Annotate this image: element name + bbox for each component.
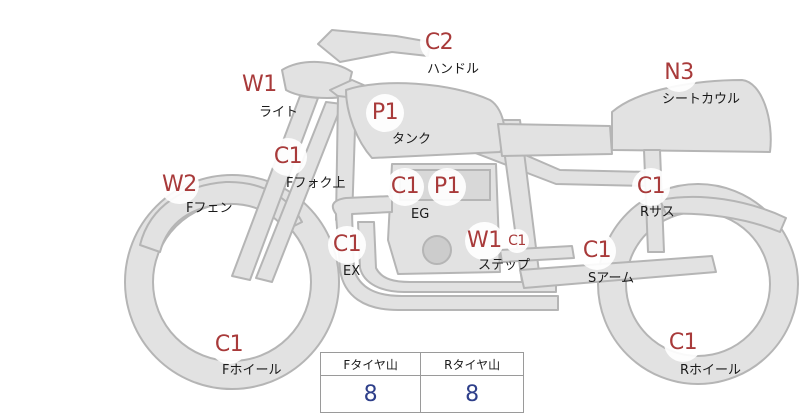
s-arm-label: Sアーム bbox=[588, 271, 635, 286]
front-tire-value[interactable]: 8 bbox=[319, 375, 422, 413]
front-fork-shape bbox=[255, 101, 343, 283]
r-suspension-marker[interactable]: C1 bbox=[632, 168, 670, 206]
r-suspension-label: Rサス bbox=[640, 205, 675, 220]
step-marker-c1[interactable]: C1 bbox=[505, 229, 529, 253]
f-wheel-label: Fホイール bbox=[222, 363, 282, 378]
light-marker[interactable]: W1 bbox=[240, 66, 279, 104]
f-wheel-marker[interactable]: C1 bbox=[210, 326, 248, 364]
tank-marker[interactable]: P1 bbox=[366, 94, 404, 132]
f-fender-label: Fフェン bbox=[186, 201, 233, 216]
rear-fender-shape bbox=[659, 195, 787, 233]
tire-table-value-row: 8 8 bbox=[319, 375, 524, 413]
seat-shape bbox=[497, 123, 613, 157]
handlebar-shape bbox=[317, 29, 431, 63]
eg-marker-p1[interactable]: P1 bbox=[428, 168, 466, 206]
r-wheel-marker[interactable]: C1 bbox=[664, 324, 702, 362]
rear-tire-header: Rタイヤ山 bbox=[420, 352, 524, 376]
step-label: ステップ bbox=[478, 258, 531, 273]
seat-cowl-marker[interactable]: N3 bbox=[660, 54, 698, 92]
eg-label: EG bbox=[411, 207, 430, 222]
ex-label: EX bbox=[343, 264, 361, 279]
f-fender-marker[interactable]: W2 bbox=[160, 166, 199, 204]
r-wheel-label: Rホイール bbox=[680, 363, 742, 378]
front-tire-header: Fタイヤ山 bbox=[319, 352, 422, 376]
rear-tire-value[interactable]: 8 bbox=[420, 375, 524, 413]
f-fork-upper-marker[interactable]: C1 bbox=[269, 138, 307, 176]
handle-label: ハンドル bbox=[427, 62, 480, 77]
f-fork-upper-label: Fフォク上 bbox=[286, 176, 346, 191]
eg-marker-c1[interactable]: C1 bbox=[386, 168, 424, 206]
light-label: ライト bbox=[259, 105, 299, 120]
tire-table-header-row: Fタイヤ山 Rタイヤ山 bbox=[319, 352, 524, 376]
ex-marker[interactable]: C1 bbox=[328, 226, 366, 264]
tire-tread-table: Fタイヤ山 Rタイヤ山 8 8 bbox=[319, 352, 524, 413]
s-arm-marker[interactable]: C1 bbox=[578, 232, 616, 270]
seat-cowl-label: シートカウル bbox=[662, 92, 741, 107]
tank-label: タンク bbox=[392, 132, 432, 147]
engine-cover-shape bbox=[422, 235, 452, 265]
exhaust-shape bbox=[331, 195, 559, 311]
handle-marker[interactable]: C2 bbox=[420, 24, 458, 62]
step-marker-w1[interactable]: W1 bbox=[465, 222, 504, 260]
swingarm-shape bbox=[519, 255, 717, 289]
seat-cowl-shape bbox=[611, 79, 772, 153]
